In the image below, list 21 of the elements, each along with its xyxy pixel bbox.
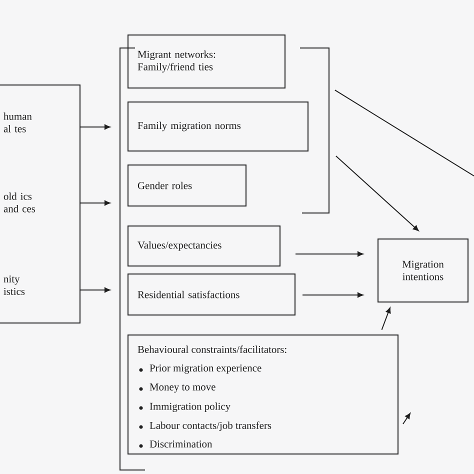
arrow — [335, 156, 419, 232]
arrow — [381, 307, 391, 330]
factor-box: Family migration norms — [128, 102, 308, 152]
connector-line — [334, 90, 474, 176]
arrow — [80, 287, 110, 293]
factor-box: Gender roles — [128, 164, 246, 206]
list-item: Immigration policy — [150, 402, 231, 412]
bracket — [300, 48, 330, 214]
arrow — [295, 251, 364, 257]
factor-box: Residential satisfactions — [128, 274, 296, 316]
arrow — [80, 200, 110, 206]
factor-box: human al tes old ics and ces nity istics — [0, 84, 80, 324]
arrow — [302, 292, 364, 298]
list-item: Money to move — [150, 384, 216, 393]
list-item: Labour contacts/job transfers — [150, 422, 272, 432]
arrow — [80, 124, 110, 130]
factor-box: Values/expectancies — [128, 226, 280, 266]
list-item: Discrimination — [150, 440, 212, 448]
list-item: Prior migration experience — [150, 364, 262, 374]
factor-box: Migration intentions — [378, 238, 468, 302]
factor-box: Migrant networks: Family/friend ties — [128, 34, 286, 88]
